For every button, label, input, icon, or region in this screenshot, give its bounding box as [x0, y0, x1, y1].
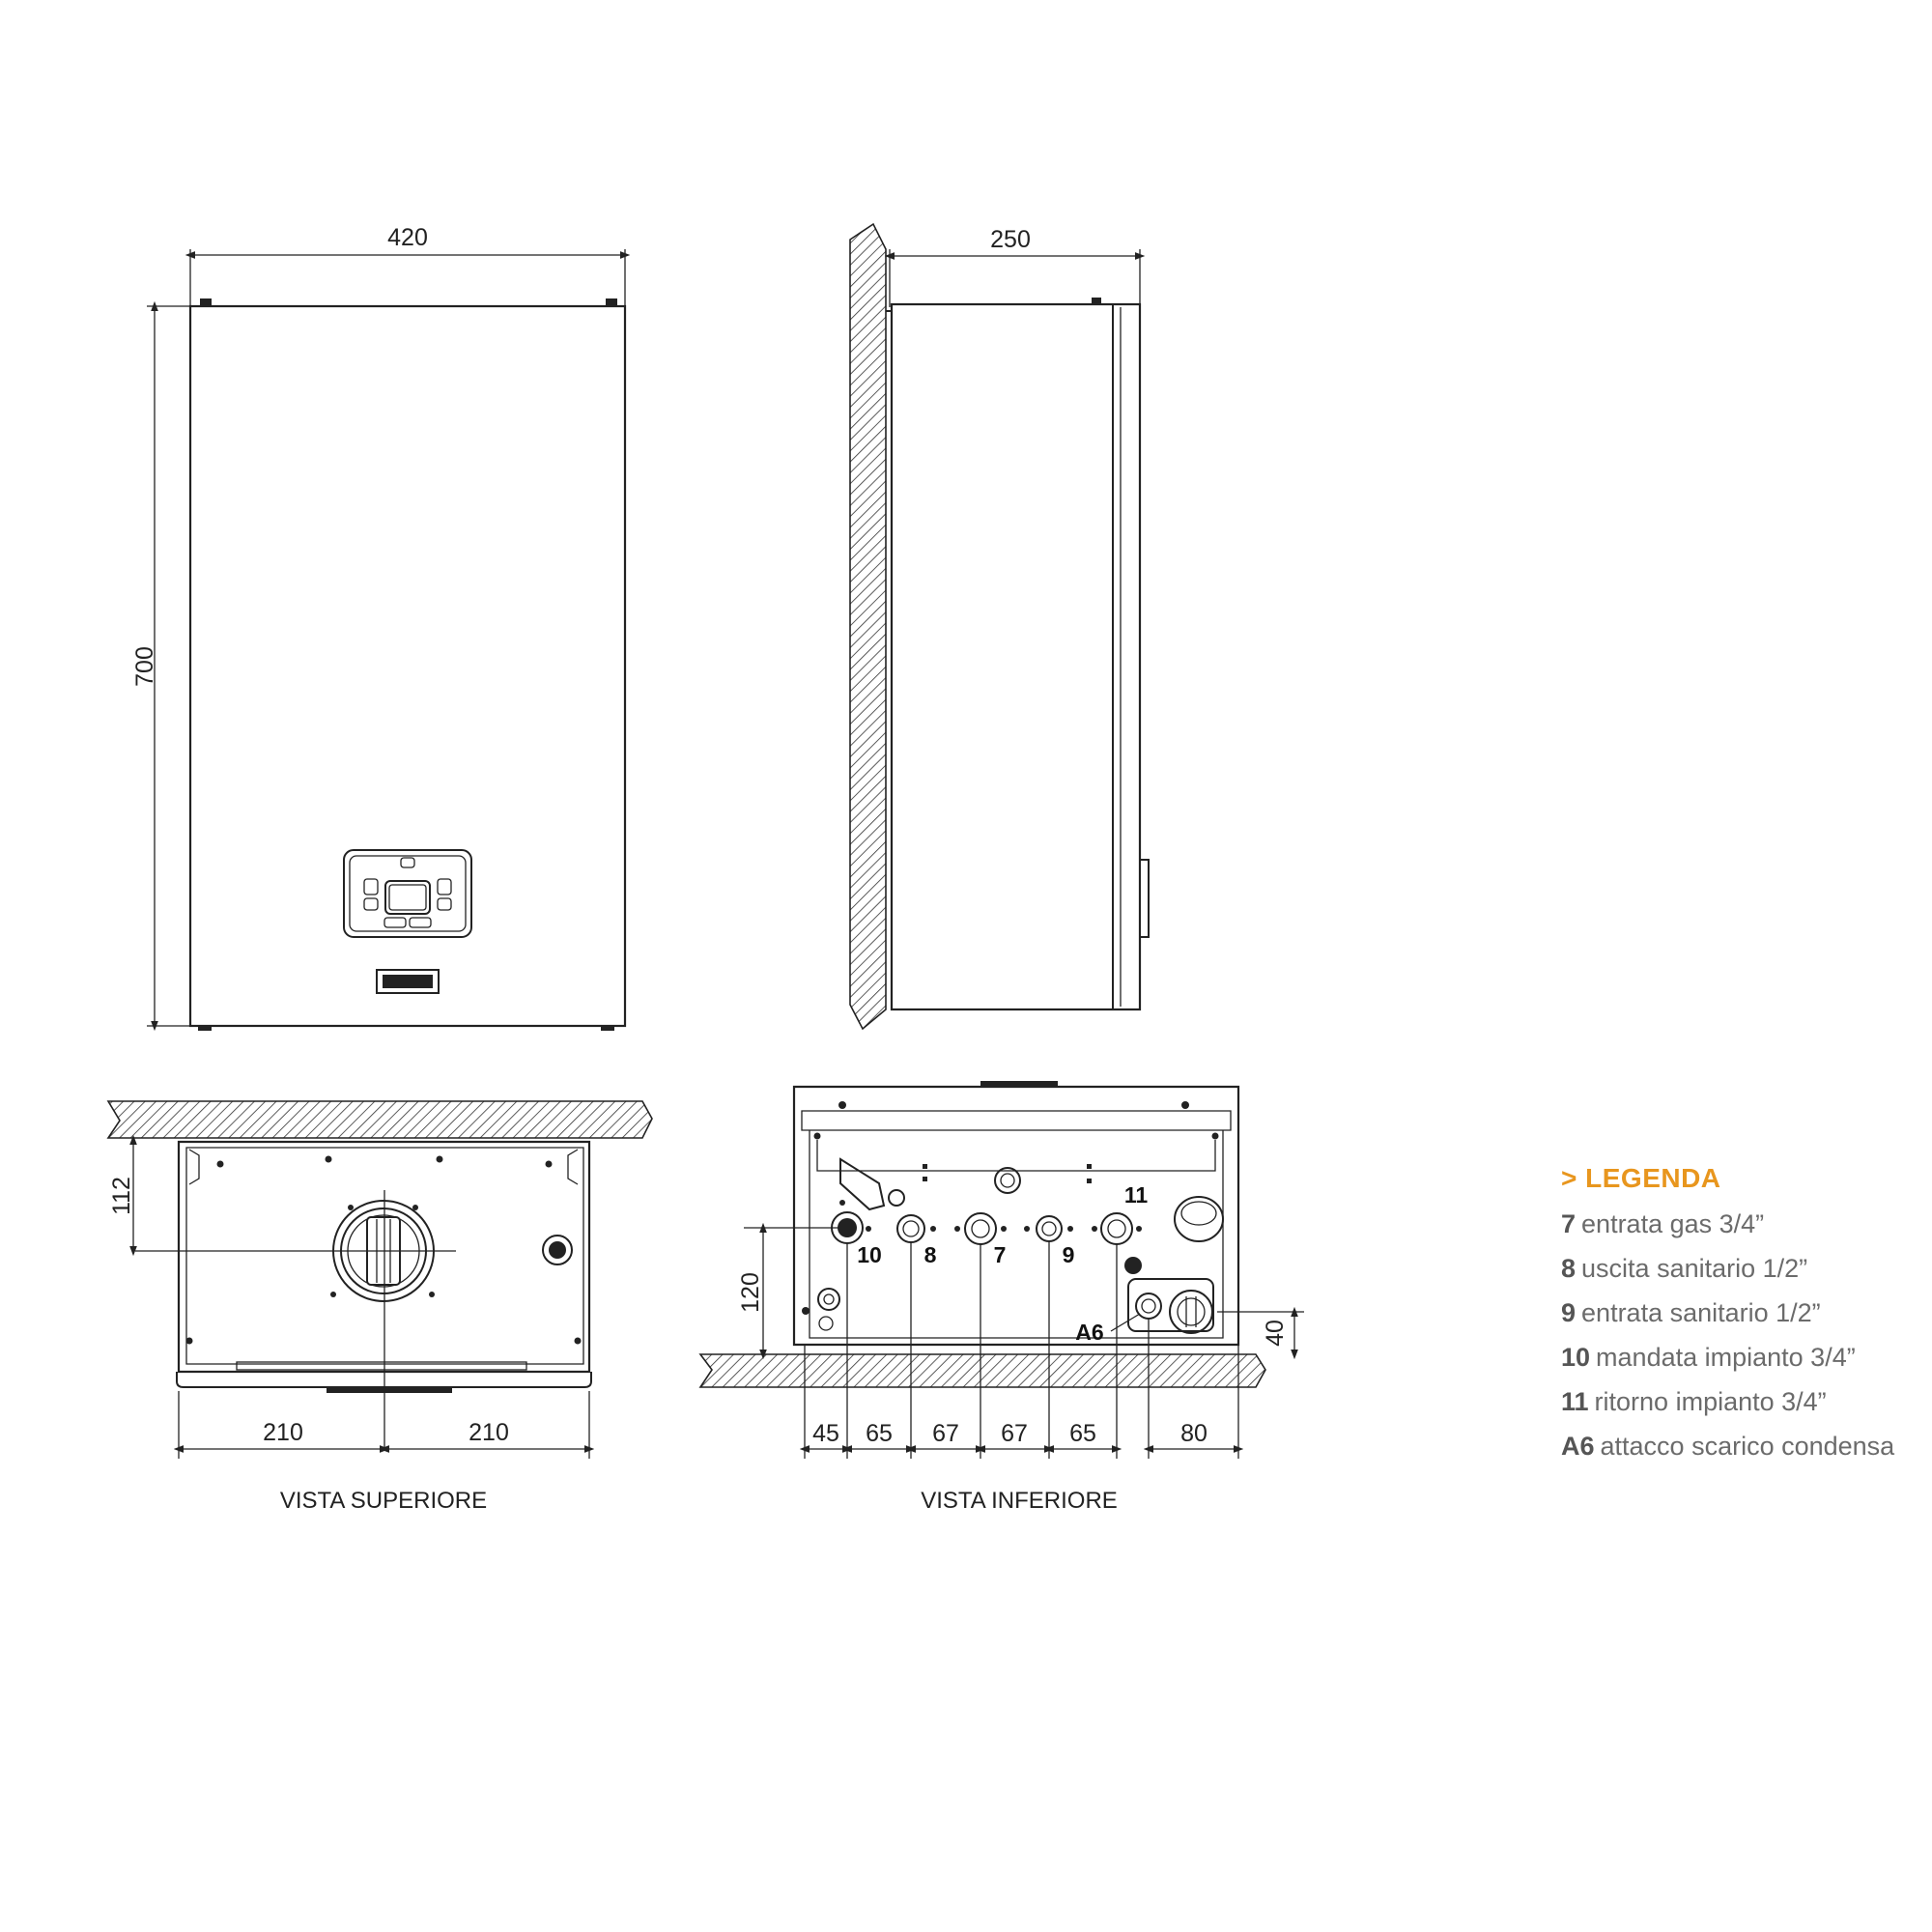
callout-10: 10: [857, 1242, 882, 1267]
top-view-caption: VISTA SUPERIORE: [280, 1488, 487, 1514]
legend-code: A6: [1561, 1432, 1595, 1461]
top-half-width-left: 210: [263, 1419, 303, 1446]
spacing-label: 65: [866, 1420, 893, 1447]
callout-8: 8: [924, 1242, 937, 1267]
callout-7: 7: [994, 1242, 1007, 1267]
wall-hatch: [849, 222, 887, 1031]
front-width-label: 420: [387, 224, 428, 251]
control-panel: [343, 849, 472, 938]
legend-text: uscita sanitario 1/2”: [1581, 1254, 1808, 1283]
spacing-label: 67: [1001, 1420, 1028, 1447]
front-height-label: 700: [131, 646, 158, 687]
bottom-height-label: 120: [737, 1272, 764, 1313]
bottom-view: 120 40 45 65 67 67 65 80 10 8 7 9 11 A6: [698, 1081, 1304, 1514]
legend-text: entrata gas 3/4”: [1581, 1209, 1765, 1238]
top-view: 112 210 210 VISTA SUPERIORE: [106, 1100, 653, 1514]
front-view: 420 700: [131, 224, 631, 1032]
top-half-width-right: 210: [469, 1419, 509, 1446]
bottom-view-caption: VISTA INFERIORE: [921, 1488, 1118, 1514]
spacing-label: 67: [932, 1420, 959, 1447]
legend-code: 9: [1561, 1298, 1577, 1327]
spacing-label: 45: [812, 1420, 839, 1447]
top-wall-hatch: [106, 1100, 653, 1139]
spacing-label: 65: [1069, 1420, 1096, 1447]
side-depth-label: 250: [990, 226, 1031, 253]
legend-text: attacco scarico condensa: [1600, 1432, 1895, 1461]
callout-11: 11: [1124, 1182, 1149, 1208]
legend-code: 10: [1561, 1343, 1591, 1372]
legend-code: 11: [1561, 1387, 1589, 1416]
spacing-label: 80: [1180, 1420, 1208, 1447]
side-view: 250: [849, 222, 1150, 1031]
condensate-height-label: 40: [1262, 1320, 1289, 1347]
floor-hatch: [698, 1353, 1266, 1388]
legend-text: entrata sanitario 1/2”: [1581, 1298, 1821, 1327]
legend-code: 7: [1561, 1209, 1577, 1238]
boiler-side-casing: [890, 302, 1142, 1011]
legend-code: 8: [1561, 1254, 1577, 1283]
legend-title: > LEGENDA: [1561, 1163, 1721, 1193]
top-offset-label: 112: [108, 1177, 135, 1215]
boiler-front-casing: [188, 304, 627, 1028]
legend-text: mandata impianto 3/4”: [1596, 1343, 1856, 1372]
callout-9: 9: [1063, 1242, 1075, 1267]
callout-a6: A6: [1075, 1320, 1103, 1345]
legend-text: ritorno impianto 3/4”: [1594, 1387, 1827, 1416]
